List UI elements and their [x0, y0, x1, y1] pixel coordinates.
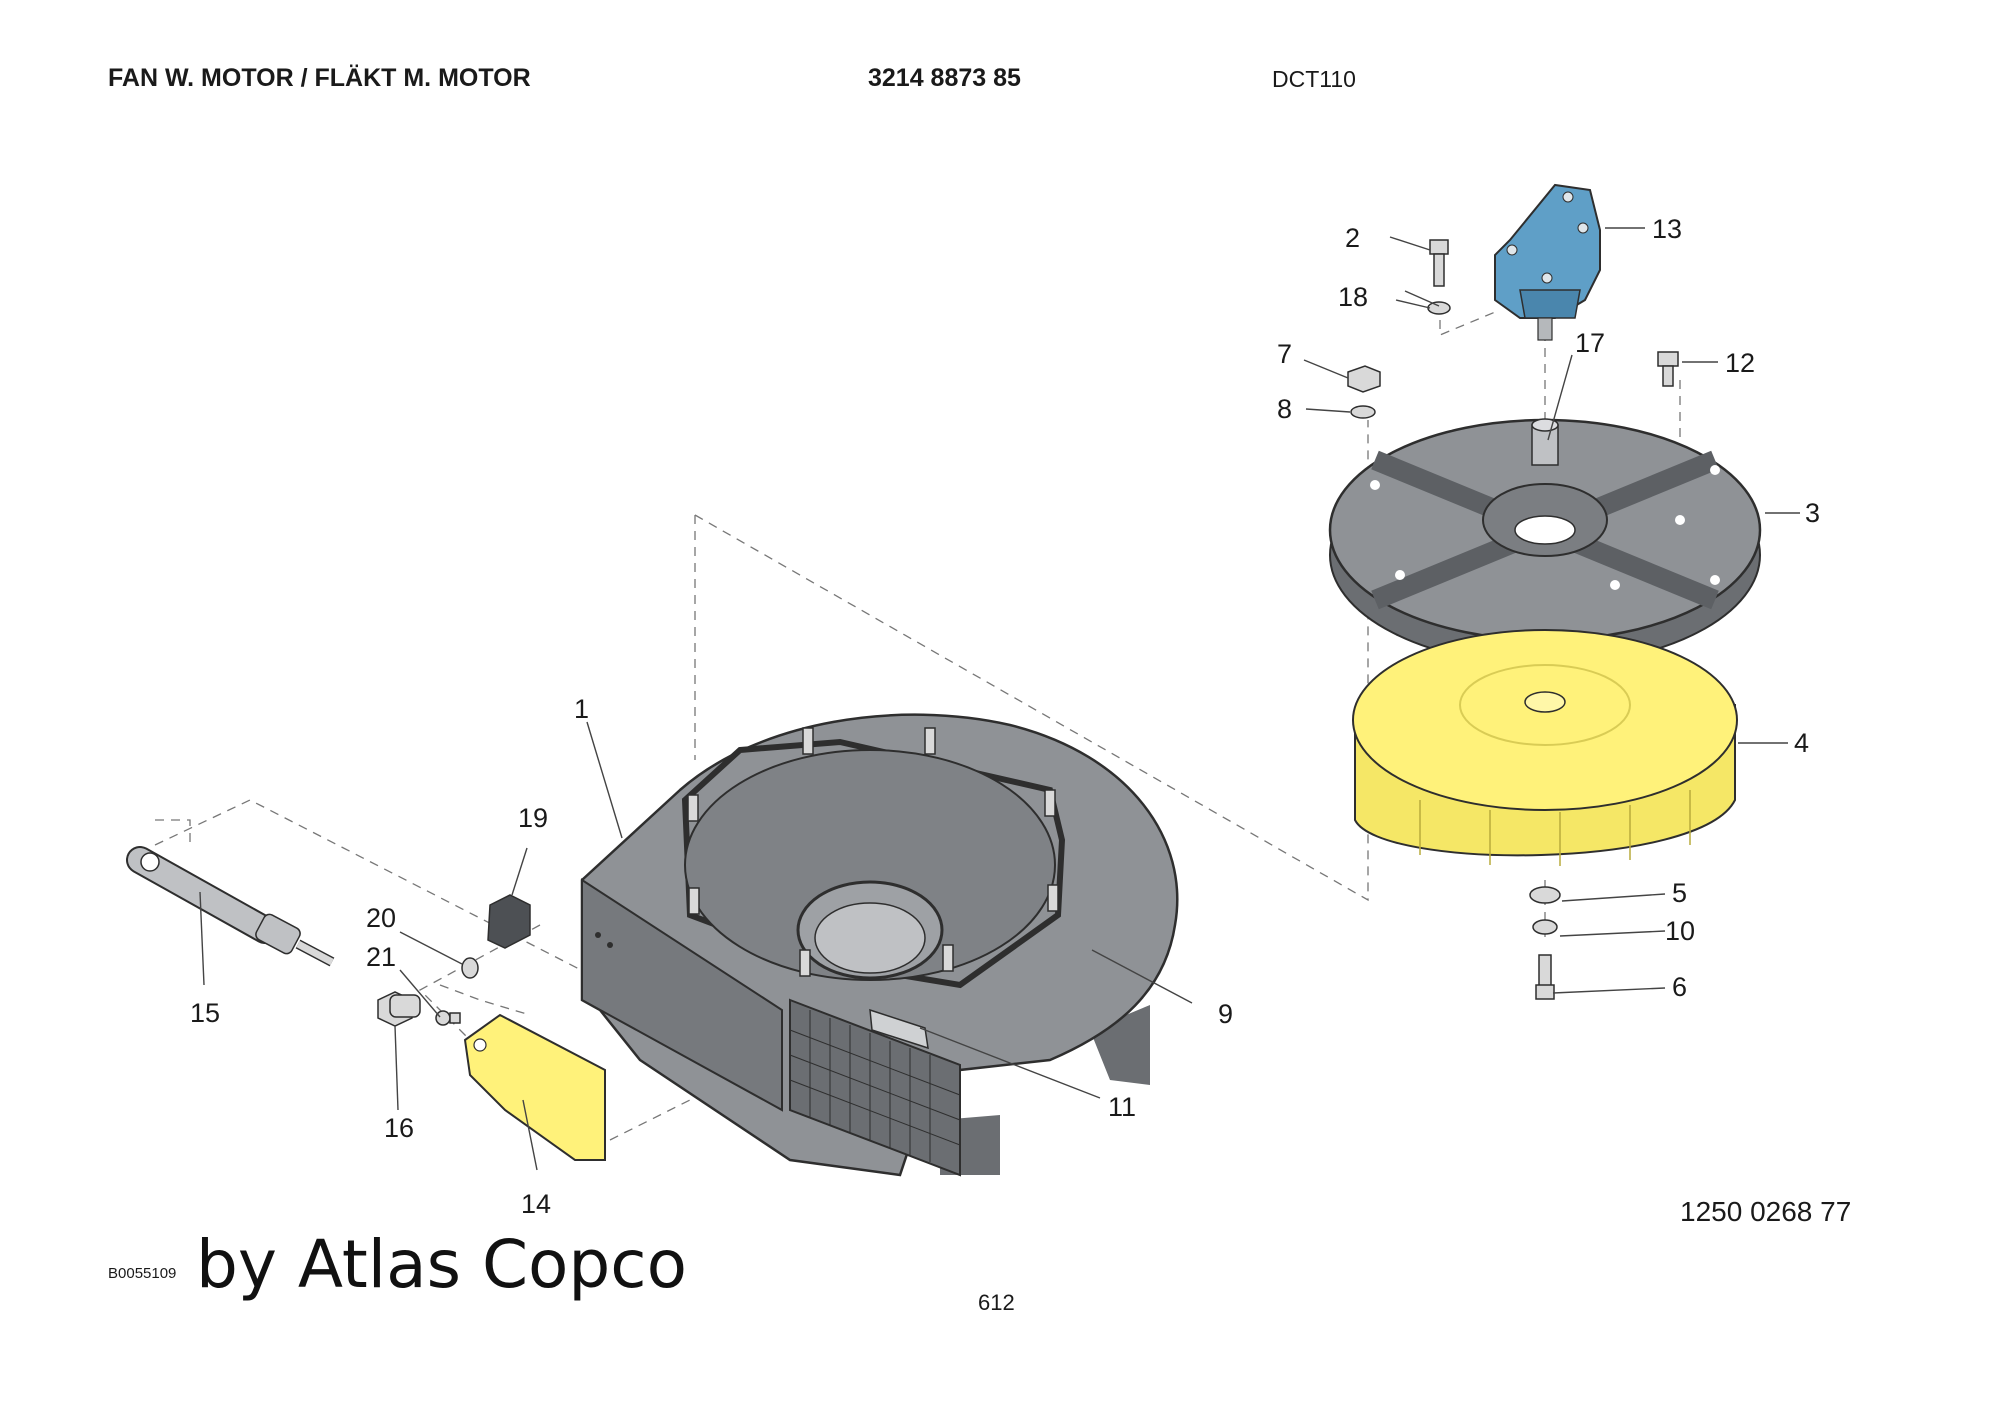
gas-spring — [126, 846, 335, 967]
callout-4: 4 — [1794, 728, 1809, 758]
motor-plate — [1328, 415, 1762, 666]
callout-15: 15 — [190, 998, 220, 1028]
callout-20: 20 — [366, 903, 396, 933]
hinge-parts — [377, 894, 531, 1027]
figure-id: B0055109 — [108, 1265, 177, 1282]
callout-9: 9 — [1218, 999, 1233, 1029]
callout-16: 16 — [384, 1113, 414, 1143]
callout-2: 2 — [1345, 223, 1360, 253]
watermark-text: by Atlas Copco — [196, 1226, 687, 1303]
cover-plate — [463, 1013, 606, 1161]
reference-number: 1250 0268 77 — [1680, 1196, 1852, 1227]
callout-1: 1 — [574, 694, 589, 724]
callout-11: 11 — [1108, 1092, 1136, 1122]
callout-numbers: 1 2 3 4 5 6 7 8 9 10 11 12 13 14 15 16 1… — [190, 214, 1820, 1219]
callout-6: 6 — [1672, 972, 1687, 1002]
callout-14: 14 — [521, 1189, 551, 1219]
callout-13: 13 — [1652, 214, 1682, 244]
impeller — [1352, 629, 1738, 866]
page-number: 612 — [978, 1290, 1015, 1315]
callout-3: 3 — [1805, 498, 1820, 528]
callout-18: 18 — [1338, 282, 1368, 312]
callout-10: 10 — [1665, 916, 1695, 946]
callout-7: 7 — [1277, 339, 1292, 369]
callout-21: 21 — [366, 942, 396, 972]
callout-8: 8 — [1277, 394, 1292, 424]
callout-17: 17 — [1575, 328, 1605, 358]
motor-bracket — [1494, 183, 1601, 341]
model-code: DCT110 — [1272, 66, 1356, 92]
callout-12: 12 — [1725, 348, 1755, 378]
callout-5: 5 — [1672, 878, 1687, 908]
fasteners — [1347, 239, 1679, 1000]
callout-19: 19 — [518, 803, 548, 833]
fan-housing — [580, 713, 1179, 1177]
diagram-title: FAN W. MOTOR / FLÄKT M. MOTOR — [108, 64, 531, 92]
leader-lines — [199, 227, 1800, 1171]
part-number: 3214 8873 85 — [868, 64, 1021, 92]
